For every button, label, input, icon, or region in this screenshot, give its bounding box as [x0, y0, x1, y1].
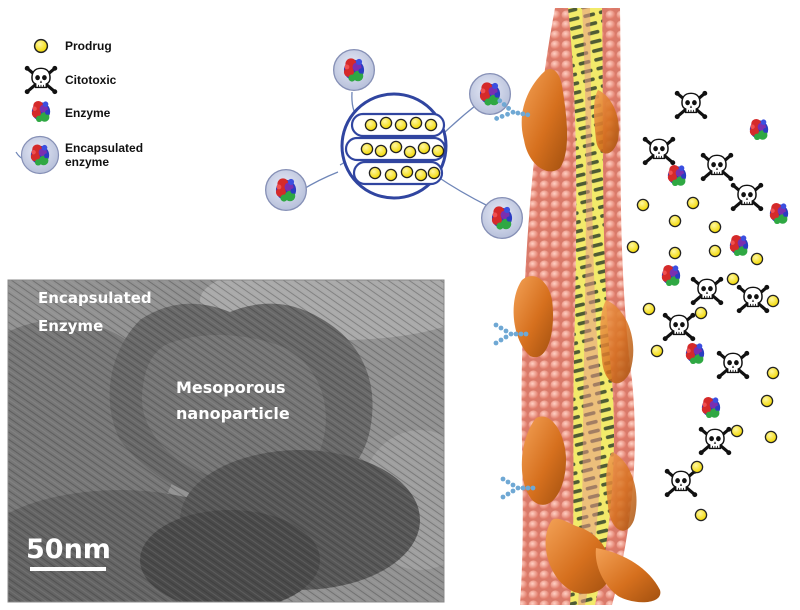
prodrug-icon: [626, 240, 640, 254]
skull-icon: [700, 152, 734, 182]
tem-micrograph: Encapsulated Enzyme Mesoporous nanoparti…: [7, 279, 445, 603]
cell-membrane: [493, 8, 661, 605]
skull-icon: [736, 284, 770, 314]
encapsulated-enzyme-icon: [22, 137, 59, 174]
tem-label-mesoporous-2: nanoparticle: [176, 404, 290, 423]
membrane-protein: [513, 68, 661, 603]
prodrug-icon: [642, 302, 656, 316]
encapsulated-enzyme-icon: [470, 74, 511, 115]
prodrug-icon: [33, 38, 49, 54]
mesoporous-nanoparticle-icon: [340, 92, 448, 200]
skull-icon: [662, 312, 696, 342]
encapsulated-enzyme-icon: [334, 50, 375, 91]
skull-icon: [716, 350, 750, 380]
prodrug-icon: [668, 246, 682, 260]
scale-bar: [30, 567, 106, 571]
tem-label-encapsulated-1: Encapsulated: [38, 289, 152, 307]
skull-icon: [698, 426, 732, 456]
enzyme-icon: [729, 234, 749, 257]
prodrug-icon: [726, 272, 740, 286]
enzyme-icon: [749, 118, 769, 141]
prodrug-icon: [650, 344, 664, 358]
enzyme-icon: [661, 264, 681, 287]
prodrug-icon: [764, 430, 778, 444]
scale-label: 50nm: [26, 534, 111, 565]
tem-label-mesoporous-1: Mesoporous: [176, 378, 286, 397]
skull-icon: [730, 182, 764, 212]
prodrug-icon: [694, 306, 708, 320]
skull-icon: [690, 276, 724, 306]
prodrug-icon: [668, 214, 682, 228]
legend-prodrug-label: Prodrug: [65, 39, 112, 53]
prodrug-icon: [766, 366, 780, 380]
enzyme-icon: [667, 164, 687, 187]
enzyme-icon: [685, 342, 705, 365]
nanoparticle-group: [266, 50, 523, 239]
skull-icon: [642, 136, 676, 166]
prodrug-icon: [708, 220, 722, 234]
legend-enzyme-label: Enzyme: [65, 106, 111, 120]
enzyme-icon: [769, 202, 789, 225]
legend-encapsulated-label-1: Encapsulated: [65, 141, 143, 155]
encapsulated-enzyme-icon: [482, 198, 523, 239]
prodrug-icon: [766, 294, 780, 308]
prodrug-icon: [690, 460, 704, 474]
prodrug-icon: [636, 198, 650, 212]
tem-label-encapsulated-2: Enzyme: [38, 317, 103, 335]
legend: Prodrug Citotoxic Enzyme Encapsulated en…: [15, 38, 143, 174]
extracellular-particles: [626, 90, 789, 522]
encapsulated-enzyme-icon: [266, 170, 307, 211]
prodrug-icon: [686, 196, 700, 210]
prodrug-icon: [760, 394, 774, 408]
legend-encapsulated-label-2: enzyme: [65, 155, 109, 169]
prodrug-icon: [694, 508, 708, 522]
prodrug-icon: [750, 252, 764, 266]
skull-icon: [24, 65, 58, 95]
legend-citotoxic-label: Citotoxic: [65, 73, 117, 87]
enzyme-icon: [701, 396, 721, 419]
enzyme-icon: [31, 100, 51, 123]
prodrug-icon: [730, 424, 744, 438]
skull-icon: [674, 90, 708, 120]
skull-icon: [664, 468, 698, 498]
prodrug-icon: [708, 244, 722, 258]
